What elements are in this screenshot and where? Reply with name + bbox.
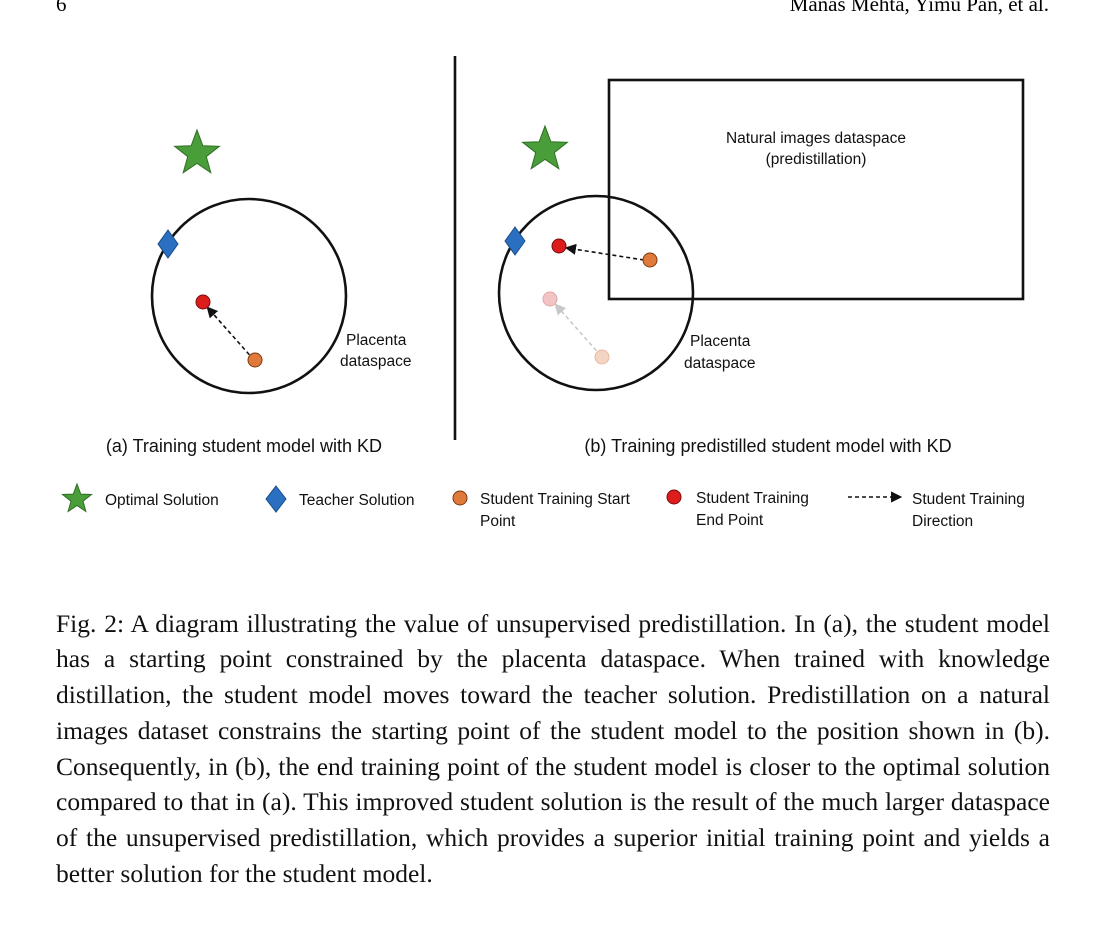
figure-caption: Fig. 2: A diagram illustrating the value… [56, 608, 1050, 889]
previous-start-point [594, 349, 610, 365]
teacher-solution-diamond-icon [504, 226, 526, 256]
running-header-authors: Manas Mehta, Yimu Pan, et al. [789, 0, 1049, 16]
natural-images-label-line2: (predistillation) [766, 151, 867, 168]
training-end-point [551, 238, 567, 254]
placenta-label-line1: Placenta [346, 332, 407, 349]
legend-start-point-icon [452, 490, 468, 506]
previous-training-direction-arrow [554, 303, 602, 357]
legend-diamond-icon [265, 485, 287, 513]
legend: Optimal Solution Teacher Solution Studen… [61, 482, 1025, 530]
page-number: 6 [56, 0, 67, 16]
placenta-label-line2: dataspace [684, 355, 756, 372]
placenta-label-line1: Placenta [690, 333, 751, 350]
legend-start-label-line2: Point [480, 513, 516, 530]
figure-diagram: Placenta dataspace (a) Training student … [61, 56, 1025, 530]
optimal-solution-star-icon [173, 128, 221, 174]
natural-images-dataspace-box [607, 78, 1025, 301]
subcaption-a: (a) Training student model with KD [106, 436, 382, 456]
legend-end-label-line1: Student Training [696, 490, 809, 507]
training-direction-arrow [564, 243, 645, 261]
legend-star-icon [61, 482, 93, 513]
placenta-dataspace-circle [150, 197, 348, 395]
legend-end-point-icon [666, 489, 682, 505]
training-direction-arrow [206, 306, 255, 361]
training-end-point [195, 294, 211, 310]
training-start-point [642, 252, 658, 268]
training-start-point [247, 352, 263, 368]
legend-end-label-line2: End Point [696, 512, 764, 529]
panel-b: Natural images dataspace (predistillatio… [497, 78, 1025, 456]
legend-start-label-line1: Student Training Start [480, 491, 631, 508]
panel-a: Placenta dataspace (a) Training student … [106, 128, 412, 456]
natural-images-label-line1: Natural images dataspace [726, 130, 906, 147]
legend-direction-label-line1: Student Training [912, 491, 1025, 508]
teacher-solution-diamond-icon [157, 229, 179, 259]
subcaption-b: (b) Training predistilled student model … [584, 436, 951, 456]
placenta-label-line2: dataspace [340, 353, 412, 370]
legend-direction-label-line2: Direction [912, 513, 973, 530]
optimal-solution-star-icon [521, 124, 569, 170]
legend-teacher-label: Teacher Solution [299, 492, 414, 509]
previous-end-point [542, 291, 558, 307]
legend-optimal-label: Optimal Solution [105, 492, 219, 509]
placenta-dataspace-circle [497, 194, 695, 392]
